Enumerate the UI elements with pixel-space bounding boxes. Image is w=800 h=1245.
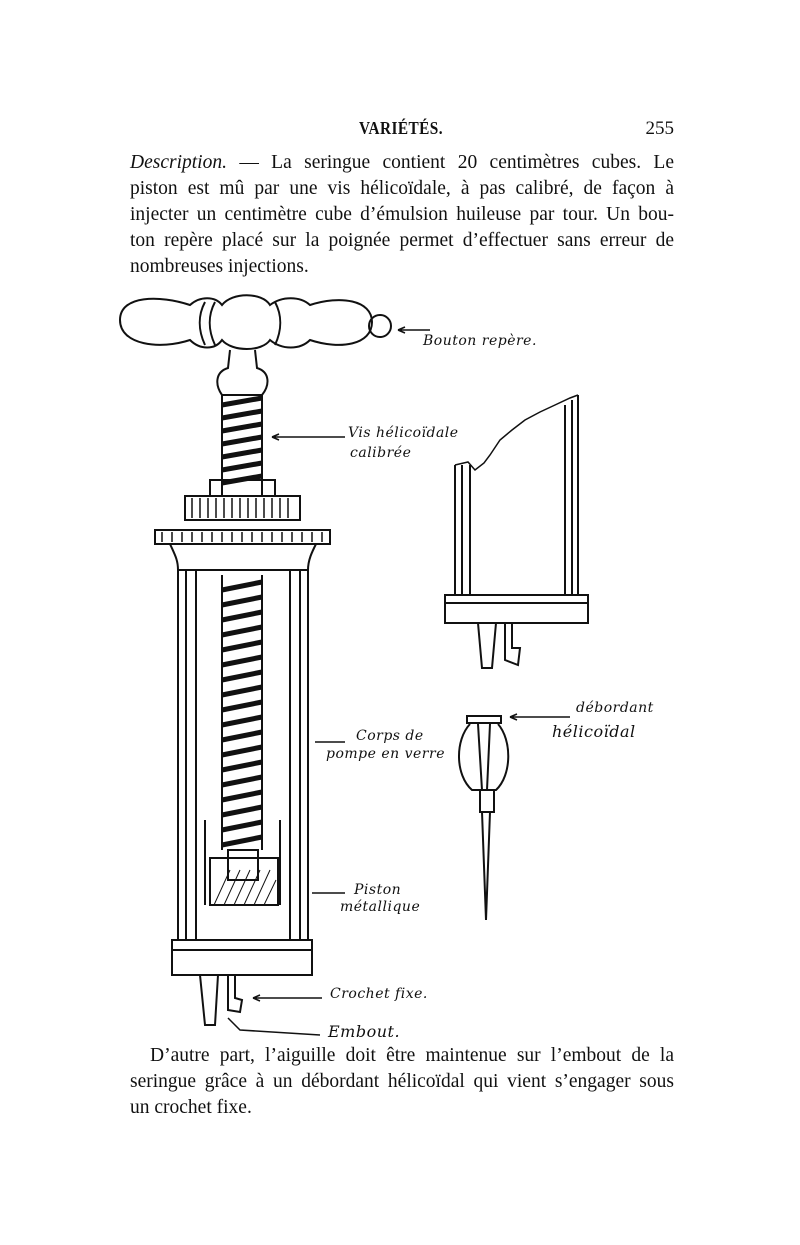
broken-tube-detail	[444, 394, 589, 669]
label-bouton-repere: Bouton repère.	[423, 333, 537, 349]
t-handle	[118, 294, 392, 350]
paragraph-line: un crochet fixe.	[130, 1097, 252, 1118]
label-vis-helicoidale: Vis hélicoïdale	[348, 425, 459, 441]
leader-lines	[227, 326, 570, 1036]
label-calibree: calibrée	[350, 445, 412, 461]
section-title: VARIÉTÉS.	[359, 118, 443, 138]
description-paragraph: Description. — La seringue contient 20 c…	[130, 150, 674, 280]
description-lead: Description.	[130, 152, 227, 173]
paragraph-line: D’autre part, l’aiguille doit être maint…	[150, 1045, 674, 1066]
label-debordant: débordant	[576, 700, 654, 716]
paragraph-line: Description. — La seringue contient 20 c…	[130, 152, 674, 173]
label-helicoidal: hélicoïdal	[552, 722, 636, 741]
label-embout: Embout.	[328, 1022, 401, 1041]
label-piston: Piston	[354, 882, 402, 898]
reference-knob	[368, 314, 392, 338]
helical-screw	[221, 395, 263, 495]
needle-detail	[458, 715, 510, 921]
paragraph-line: seringue grâce à un débordant hélicoïdal…	[130, 1071, 674, 1092]
closing-paragraph: D’autre part, l’aiguille doit être maint…	[130, 1043, 674, 1121]
label-metallique: métallique	[340, 899, 421, 915]
paragraph-line: piston est mû par une vis hélicoïdale, à…	[130, 178, 674, 199]
paragraph-line: ton repère placé sur la poignée permet d…	[130, 230, 674, 251]
metal-piston	[204, 820, 281, 906]
label-crochet-fixe: Crochet fixe.	[330, 986, 428, 1002]
paragraph-line: nombreuses injections.	[130, 256, 309, 277]
nozzle	[199, 974, 244, 1026]
label-corps-de: Corps de	[356, 728, 424, 744]
running-head: VARIÉTÉS. 255	[130, 118, 675, 144]
label-pompe-en-verre: pompe en verre	[326, 746, 445, 762]
page-number: 255	[645, 118, 675, 139]
paragraph-line: injecter un centimètre cube d’émulsion h…	[130, 204, 674, 225]
glass-barrel	[177, 569, 309, 941]
